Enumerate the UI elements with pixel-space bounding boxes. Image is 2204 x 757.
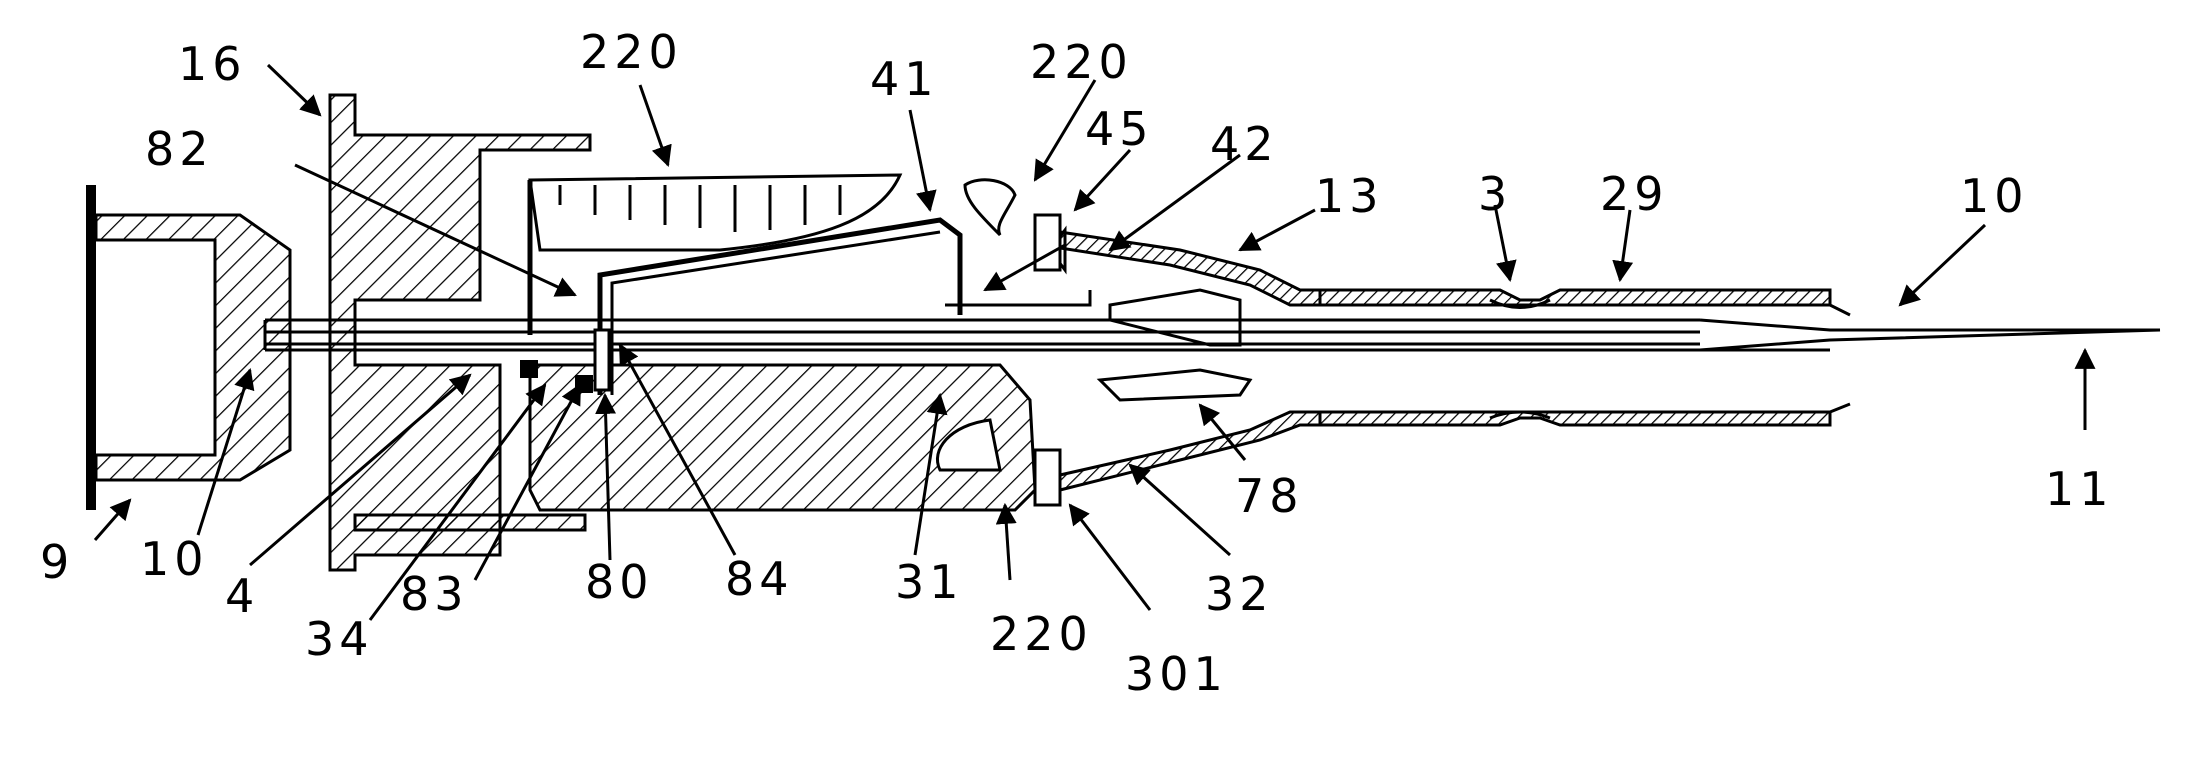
label-9: 9 xyxy=(40,535,74,589)
end-cap xyxy=(86,185,290,510)
label-29: 29 xyxy=(1600,167,1669,221)
label-34: 34 xyxy=(305,612,374,666)
label-31: 31 xyxy=(895,555,964,609)
label-220-upper: 220 xyxy=(1030,35,1133,89)
label-16: 16 xyxy=(178,37,247,91)
label-220-top: 220 xyxy=(580,25,683,79)
label-301: 301 xyxy=(1125,647,1228,701)
label-45: 45 xyxy=(1085,102,1154,156)
label-82: 82 xyxy=(145,122,214,176)
label-42: 42 xyxy=(1210,117,1279,171)
label-78: 78 xyxy=(1235,469,1304,523)
label-83: 83 xyxy=(400,567,469,621)
label-4: 4 xyxy=(225,569,259,623)
label-3: 3 xyxy=(1478,167,1512,221)
catheter-hub xyxy=(937,180,1320,505)
label-13: 13 xyxy=(1315,169,1384,223)
label-32: 32 xyxy=(1205,567,1274,621)
label-80: 80 xyxy=(585,555,654,609)
label-41: 41 xyxy=(870,52,939,106)
label-11: 11 xyxy=(2045,462,2114,516)
label-10-right: 10 xyxy=(1960,169,2029,223)
label-10-left: 10 xyxy=(140,532,209,586)
label-84: 84 xyxy=(725,552,794,606)
label-220-bottom: 220 xyxy=(990,607,1093,661)
